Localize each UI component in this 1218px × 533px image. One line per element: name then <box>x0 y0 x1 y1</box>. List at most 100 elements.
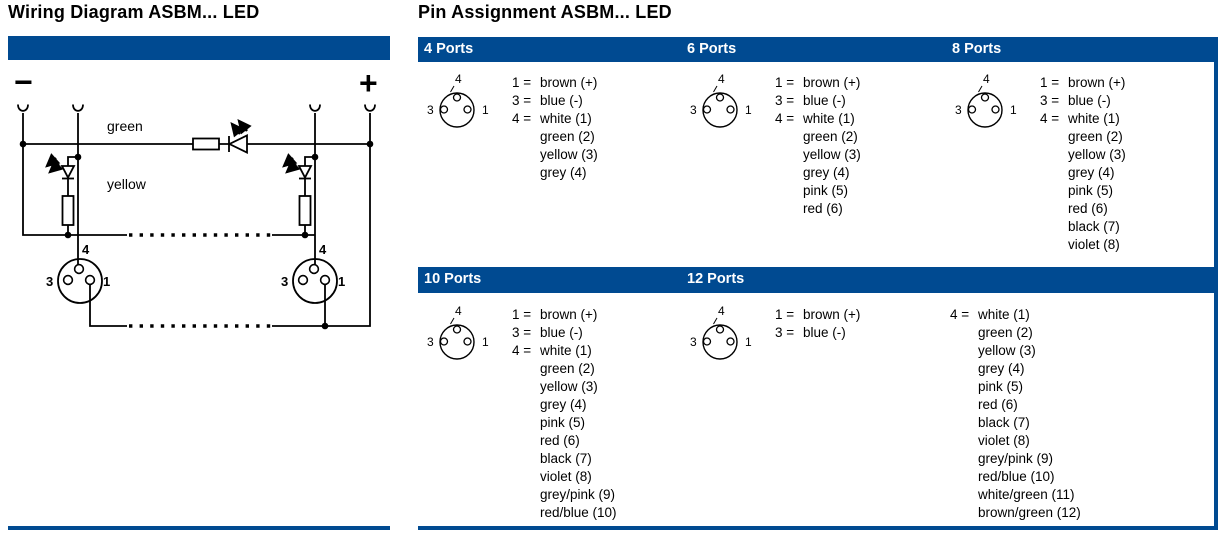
pin-line: pink (5) <box>950 378 1081 396</box>
pin-line: yellow (3) <box>950 342 1081 360</box>
pin-number-prefix <box>512 164 540 182</box>
resistor-green <box>192 137 220 151</box>
pin-number-prefix: 1 = <box>1040 75 1060 90</box>
pin4-label-left: 4 <box>82 242 90 257</box>
connector-icon: 4 3 1 <box>955 72 1017 128</box>
pin-line: black (7) <box>1040 218 1126 236</box>
wire-color-value: brown/green (12) <box>978 505 1081 520</box>
pin-line: 3 =blue (-) <box>775 92 861 110</box>
wire-color-value: white (1) <box>803 111 855 126</box>
wire-color-value: green (2) <box>803 129 858 144</box>
pin-number-prefix: 3 = <box>775 325 795 340</box>
pin-line: yellow (3) <box>512 146 598 164</box>
pin-number-prefix <box>1040 128 1068 146</box>
wiring-header-bar <box>8 36 390 60</box>
pin-lines: 4 =white (1)green (2)yellow (3)grey (4)p… <box>950 306 1081 522</box>
pin-line: red (6) <box>1040 200 1126 218</box>
pin-lines: 1 =brown (+)3 =blue (-) <box>775 306 860 342</box>
pin-number-prefix: 1 = <box>775 75 795 90</box>
wire-color-value: white/green (11) <box>978 487 1075 502</box>
pin-line: pink (5) <box>512 414 617 432</box>
pin-line: green (2) <box>512 128 598 146</box>
pin-number-prefix: 3 = <box>775 93 795 108</box>
connector-icon-pin4-label: 4 <box>983 72 990 86</box>
wire-color-value: grey (4) <box>1068 165 1115 180</box>
pin-number-prefix <box>950 324 978 342</box>
pin-number-prefix: 4 = <box>1040 111 1060 126</box>
wire-color-value: blue (-) <box>540 325 583 340</box>
wire-color-value: pink (5) <box>803 183 849 198</box>
wire-color-value: red/blue (10) <box>540 505 617 520</box>
pin-line: red (6) <box>512 432 617 450</box>
pin-number-prefix <box>512 146 540 164</box>
pin-number-prefix: 3 = <box>512 93 532 108</box>
pin-number-prefix: 4 = <box>512 343 532 358</box>
pin-number-prefix <box>512 504 540 522</box>
wire-color-value: grey (4) <box>803 165 850 180</box>
connector-icon-pin3-label: 3 <box>690 103 697 117</box>
pin-number-prefix <box>512 414 540 432</box>
pin-line: pink (5) <box>1040 182 1126 200</box>
pin1-label-left: 1 <box>103 274 110 289</box>
pin-number-prefix <box>950 432 978 450</box>
pin-line: grey (4) <box>775 164 861 182</box>
pin-assignment-title: Pin Assignment ASBM... LED <box>418 2 672 22</box>
pin-line: yellow (3) <box>775 146 861 164</box>
pin-bottom-rule <box>418 526 1218 530</box>
wire-color-value: blue (-) <box>1068 93 1111 108</box>
dotted-bus <box>129 233 271 328</box>
pin-number-prefix <box>1040 146 1068 164</box>
pin3-label-left: 3 <box>46 274 53 289</box>
pin-number-prefix <box>1040 200 1068 218</box>
pin-number-prefix <box>1040 218 1068 236</box>
junction-dots <box>19 140 374 330</box>
wire-color-value: red (6) <box>803 201 843 216</box>
pin-number-prefix <box>512 396 540 414</box>
pin-line: violet (8) <box>1040 236 1126 254</box>
pin-lines: 1 =brown (+)3 =blue (-)4 =white (1)green… <box>512 306 617 522</box>
pin-line: pink (5) <box>775 182 861 200</box>
pin-number-prefix <box>950 504 978 522</box>
wire-color-value: brown (+) <box>540 75 598 90</box>
pin-number-prefix: 1 = <box>512 75 532 90</box>
ports-section-1: 4 3 1 1 =brown (+)3 =blue (-)4 =white (1… <box>418 72 1218 264</box>
connector-icon: 4 3 1 <box>690 304 752 360</box>
right-edge-rule <box>1214 61 1218 530</box>
resistor-yellow-left <box>61 195 75 226</box>
connector-icon-pin3-label: 3 <box>427 103 434 117</box>
wire-color-value: yellow (3) <box>540 147 598 162</box>
minus-sign: − <box>14 64 33 100</box>
wire-color-value: blue (-) <box>540 93 583 108</box>
pin-number-prefix <box>950 360 978 378</box>
pin-line: 1 =brown (+) <box>512 306 617 324</box>
wire-color-value: yellow (3) <box>1068 147 1126 162</box>
pin-number-prefix <box>950 450 978 468</box>
connector-left-body <box>57 258 103 304</box>
pin-line: red (6) <box>775 200 861 218</box>
wire-color-value: grey/pink (9) <box>978 451 1054 466</box>
pin-number-prefix <box>1040 164 1068 182</box>
pin1-label-right: 1 <box>338 274 345 289</box>
connector-icon-pin1-label: 1 <box>1010 103 1017 117</box>
pin-lines: 1 =brown (+)3 =blue (-)4 =white (1)green… <box>1040 74 1126 254</box>
wire-color-value: yellow (3) <box>540 379 598 394</box>
pin-line: green (2) <box>1040 128 1126 146</box>
wire-color-value: red/blue (10) <box>978 469 1055 484</box>
pin-line: 4 =white (1) <box>512 342 617 360</box>
wire-color-value: green (2) <box>1068 129 1123 144</box>
pin-number-prefix <box>512 378 540 396</box>
pin-number-prefix: 4 = <box>512 111 532 126</box>
wire-color-value: green (2) <box>978 325 1033 340</box>
wire-color-value: white (1) <box>978 307 1030 322</box>
pin-line: violet (8) <box>950 432 1081 450</box>
connector-icon-pin1-label: 1 <box>745 103 752 117</box>
wire-color-value: black (7) <box>1068 219 1120 234</box>
pin-line: brown/green (12) <box>950 504 1081 522</box>
wire-color-value: blue (-) <box>803 325 846 340</box>
wiring-diagram: − + green yellow 4 4 3 1 3 1 <box>14 64 378 330</box>
wire-color-value: violet (8) <box>540 469 592 484</box>
wire-color-value: brown (+) <box>803 307 861 322</box>
connector-icon-pin1-label: 1 <box>482 335 489 349</box>
pin-line: grey (4) <box>1040 164 1126 182</box>
